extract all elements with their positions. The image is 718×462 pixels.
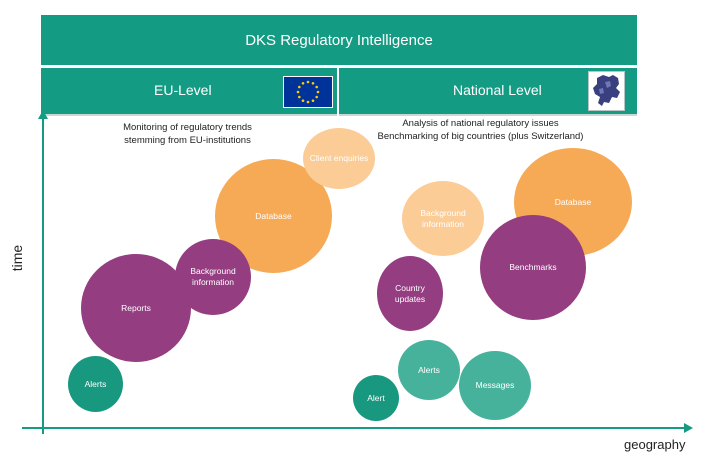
y-axis-arrow (38, 110, 48, 119)
eu-alerts-bubble: Alerts (68, 356, 123, 412)
eu-reports-bubble: Reports (81, 254, 191, 362)
eu-flag-icon (283, 76, 333, 108)
national-messages-bubble: Messages (459, 351, 531, 420)
eu-client-enquiries-bubble: Client enquiries (303, 128, 375, 189)
eu-background-bubble: Background information (175, 239, 251, 315)
eu-subtitle: Monitoring of regulatory trends stemming… (123, 122, 252, 146)
page-title: DKS Regulatory Intelligence (245, 31, 433, 49)
x-axis-arrow (684, 423, 693, 433)
eu-level-label: EU-Level (154, 82, 212, 98)
national-subtitle: Analysis of national regulatory issues B… (377, 118, 584, 142)
national-alerts-bubble: Alerts (398, 340, 460, 400)
national-alert-bubble: Alert (353, 375, 399, 421)
national-benchmarks-bubble: Benchmarks (480, 215, 586, 320)
national-level-header: National Level (339, 68, 637, 116)
x-axis-label: geography (624, 437, 686, 452)
eu-level-header: EU-Level (41, 68, 337, 116)
x-axis-line (22, 427, 686, 429)
national-level-label: National Level (453, 82, 542, 98)
national-background-bubble: Background information (402, 181, 484, 256)
national-country-updates-bubble: Country updates (377, 256, 443, 331)
europe-map-icon (588, 71, 625, 111)
y-axis-line (42, 112, 44, 434)
header-banner: DKS Regulatory Intelligence (41, 15, 637, 65)
y-axis-label: time (9, 244, 25, 272)
